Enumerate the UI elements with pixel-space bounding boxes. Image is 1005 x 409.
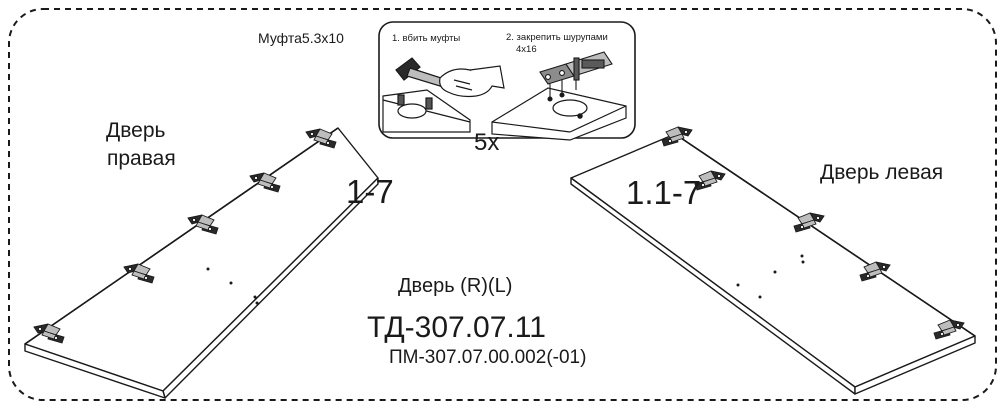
hinge-icon [933, 319, 965, 340]
door-right-hinges [33, 128, 337, 344]
screwdriver-icon [573, 57, 583, 119]
hinge-icon [33, 323, 65, 344]
door-right-name-line-2: правая [107, 147, 176, 170]
step-2-label: 2. закрепить шурупами [506, 32, 608, 43]
part-number: ПМ-307.07.00.002(-01) [389, 347, 587, 368]
hinge-icon [661, 126, 693, 147]
hinge-icon [187, 214, 219, 235]
hinge-icon [859, 261, 891, 282]
coupling-label: Муфта5.3x10 [258, 30, 344, 46]
quantity-label: 5x [474, 129, 500, 156]
instruction-inset [378, 21, 636, 141]
screw-size-label: 4x16 [516, 44, 537, 55]
part-name: Дверь (R)(L) [398, 275, 513, 297]
hinge-icon [123, 263, 155, 284]
door-right-dots [206, 267, 259, 305]
step-1-label: 1. вбить муфты [392, 33, 461, 44]
hinge-icon [793, 212, 825, 233]
hinge-icon [305, 128, 337, 149]
door-left-hinges [661, 126, 965, 340]
door-right-panel [24, 127, 379, 399]
hand-icon [439, 65, 505, 98]
door-left-code: 1.1-7 [626, 174, 702, 211]
hinge-icon [249, 172, 281, 193]
door-right-code: 1-7 [346, 173, 394, 210]
dashed-frame [8, 8, 997, 401]
door-left-panel [570, 133, 976, 395]
drawing-number: ТД-307.07.11 [367, 311, 546, 344]
door-left-name: Дверь левая [820, 161, 944, 184]
door-right-name: Дверь [106, 119, 166, 142]
door-left-dots [736, 254, 805, 299]
hinge-icon [694, 170, 726, 191]
